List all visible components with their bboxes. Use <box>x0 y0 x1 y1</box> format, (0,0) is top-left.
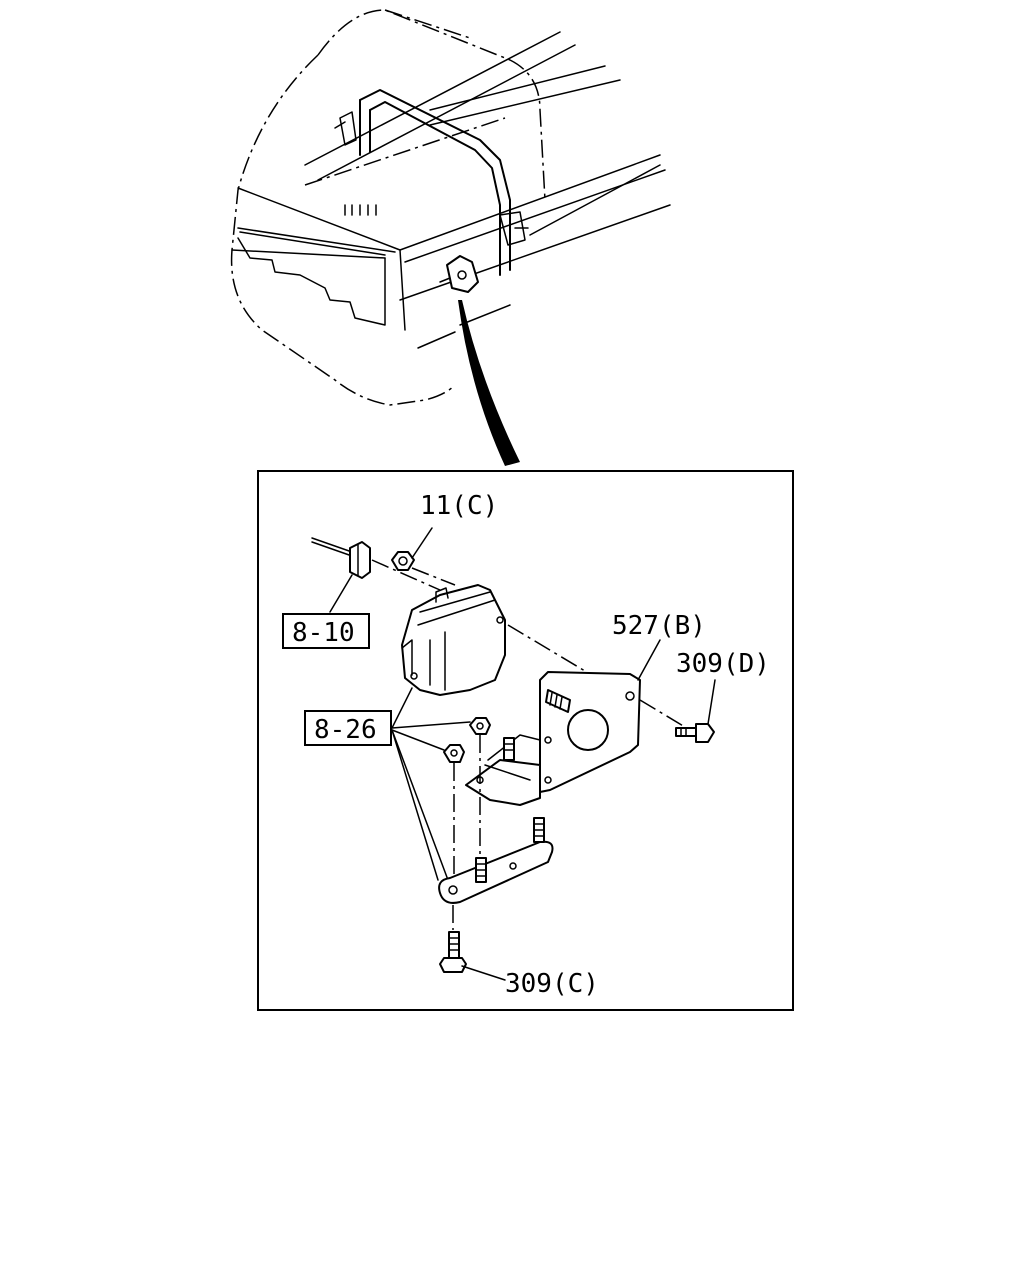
label-11c: 11(C) <box>420 491 498 521</box>
ref-box-8-10 <box>282 613 370 649</box>
label-8-10: 8-10 <box>292 618 355 648</box>
ref-box-8-26 <box>304 710 392 746</box>
label-527b: 527(B) <box>612 611 706 641</box>
detail-assembly <box>311 527 716 981</box>
label-8-26: 8-26 <box>314 715 377 745</box>
detail-frame <box>257 470 794 1011</box>
label-309d: 309(D) <box>676 649 770 679</box>
vehicle-cab-overview <box>230 9 671 466</box>
label-309c: 309(C) <box>505 969 599 999</box>
